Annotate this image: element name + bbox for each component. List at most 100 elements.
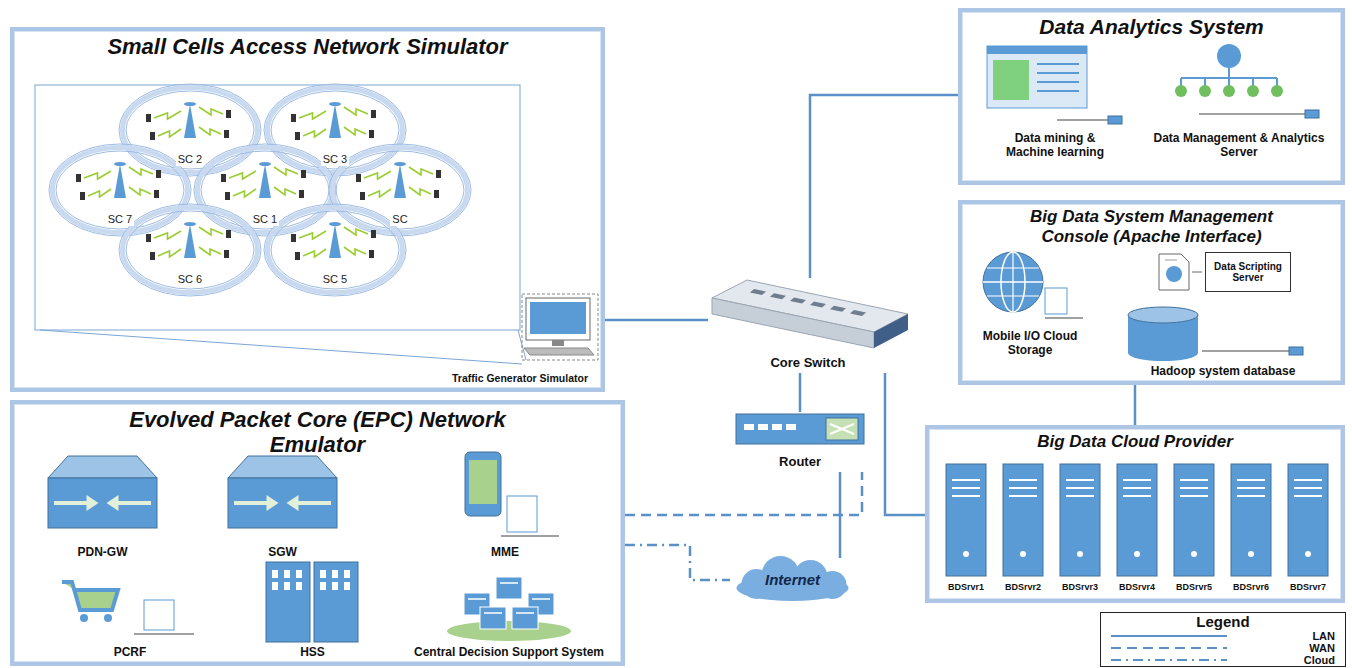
traffic-generator: Traffic Generator Simulator (440, 292, 600, 386)
server-icon (1020, 551, 1026, 557)
cell-icon (156, 170, 161, 178)
prism-icon (87, 495, 99, 511)
small-cell: SC 2 (117, 82, 263, 178)
computer-icon (522, 294, 598, 360)
cell-icon (303, 129, 326, 137)
server-icon (1294, 487, 1322, 489)
server-icon (1117, 464, 1157, 576)
cell-icon (201, 151, 329, 229)
node-label: Central Decision Support System (414, 646, 604, 660)
server-icon (1066, 487, 1094, 489)
small-cell: SC 6 (117, 202, 263, 298)
cell-icon (344, 127, 366, 135)
hss-icon (332, 570, 338, 578)
server-icon (1117, 464, 1157, 576)
cell-icon (434, 190, 439, 198)
cell-icon (154, 111, 181, 119)
cell-icon (344, 107, 368, 115)
server-icon (1123, 495, 1151, 497)
hss-icon (332, 582, 338, 590)
hss-icon (344, 570, 350, 578)
cell-icon (369, 130, 374, 138)
cell-icon (233, 189, 256, 197)
server-icon (1009, 495, 1037, 497)
cell-icon (154, 231, 181, 239)
server-icon (1237, 495, 1265, 497)
doc-icon (1159, 254, 1189, 290)
server: BDSrvr7 (1282, 462, 1334, 594)
cell-icon (194, 144, 336, 236)
legend-box: LegendLANWANCloud (1100, 612, 1346, 667)
server-icon (1180, 479, 1208, 481)
server: BDSrvr6 (1225, 462, 1277, 594)
cluster-icon (500, 582, 518, 584)
node-label: BDSrvr4 (1119, 582, 1155, 592)
server-icon (1077, 551, 1083, 557)
server: BDSrvr4 (1111, 462, 1163, 594)
doc-icon (1159, 254, 1202, 290)
hss-icon (284, 570, 290, 578)
cell-icon (226, 110, 231, 118)
cell-icon (225, 192, 230, 200)
node-label: SC 6 (176, 273, 204, 286)
mme-node: MME (445, 448, 565, 562)
cell-icon (114, 164, 126, 198)
globe-icon (983, 252, 1043, 312)
small-cell: SC 5 (262, 202, 408, 298)
hss-icon (314, 562, 358, 642)
hss-icon (320, 582, 326, 590)
server: BDSrvr3 (1054, 462, 1106, 594)
cell-icon (409, 167, 433, 175)
node-label: BDSrvr2 (1005, 582, 1041, 592)
small-cell: SC 3 (262, 82, 408, 178)
server: BDSrvr1 (940, 462, 992, 594)
legend-sample (1109, 642, 1229, 654)
cell-icon (146, 114, 151, 122)
server-icon (952, 495, 980, 497)
tree-icon (1199, 85, 1211, 97)
legend-row: Cloud (1101, 654, 1345, 666)
node-label: BDSrvr7 (1290, 582, 1326, 592)
server-icon (1060, 464, 1100, 576)
network-link (810, 95, 958, 278)
router-icon (736, 414, 864, 444)
db-icon (1128, 345, 1198, 361)
cell-icon (369, 250, 374, 258)
server-icon (963, 551, 969, 557)
cell-icon (264, 84, 406, 176)
legend-text: WAN (1101, 642, 1345, 654)
window-icon (1108, 116, 1122, 124)
tree-icon (1175, 44, 1319, 118)
small-cell: SC 7 (47, 142, 193, 238)
hss-icon (284, 582, 290, 590)
cell-icon (436, 170, 441, 178)
node-label: Mobile I/O Cloud Storage (975, 330, 1085, 358)
cell-icon (271, 211, 399, 289)
db-icon (1128, 307, 1198, 323)
cell-icon (146, 234, 151, 242)
hss-icon (296, 582, 302, 590)
cell-icon (329, 144, 471, 236)
legend-text: Cloud (1101, 654, 1345, 666)
cell-icon (274, 167, 298, 175)
server-icon (1060, 464, 1100, 576)
doc-icon (1165, 260, 1177, 261)
cell-icon (119, 204, 261, 296)
internet-cloud: Internet (730, 558, 855, 602)
cell-icon (336, 151, 464, 229)
cell-icon (264, 204, 406, 296)
analytics-server: Data Management & Analytics Server (1140, 42, 1338, 162)
router-icon (830, 424, 854, 434)
prism-icon (107, 495, 119, 511)
prism-icon (228, 456, 337, 478)
cluster-icon (496, 577, 522, 599)
router-icon (772, 424, 782, 430)
cart-icon (62, 582, 194, 634)
cluster-icon (447, 621, 571, 641)
cell-icon (76, 174, 81, 182)
prism-icon (228, 478, 337, 528)
cell-icon (356, 174, 361, 182)
prism-icon (287, 495, 299, 511)
tree-icon (1271, 85, 1283, 97)
cloud-storage: Mobile I/O Cloud Storage (965, 248, 1095, 360)
